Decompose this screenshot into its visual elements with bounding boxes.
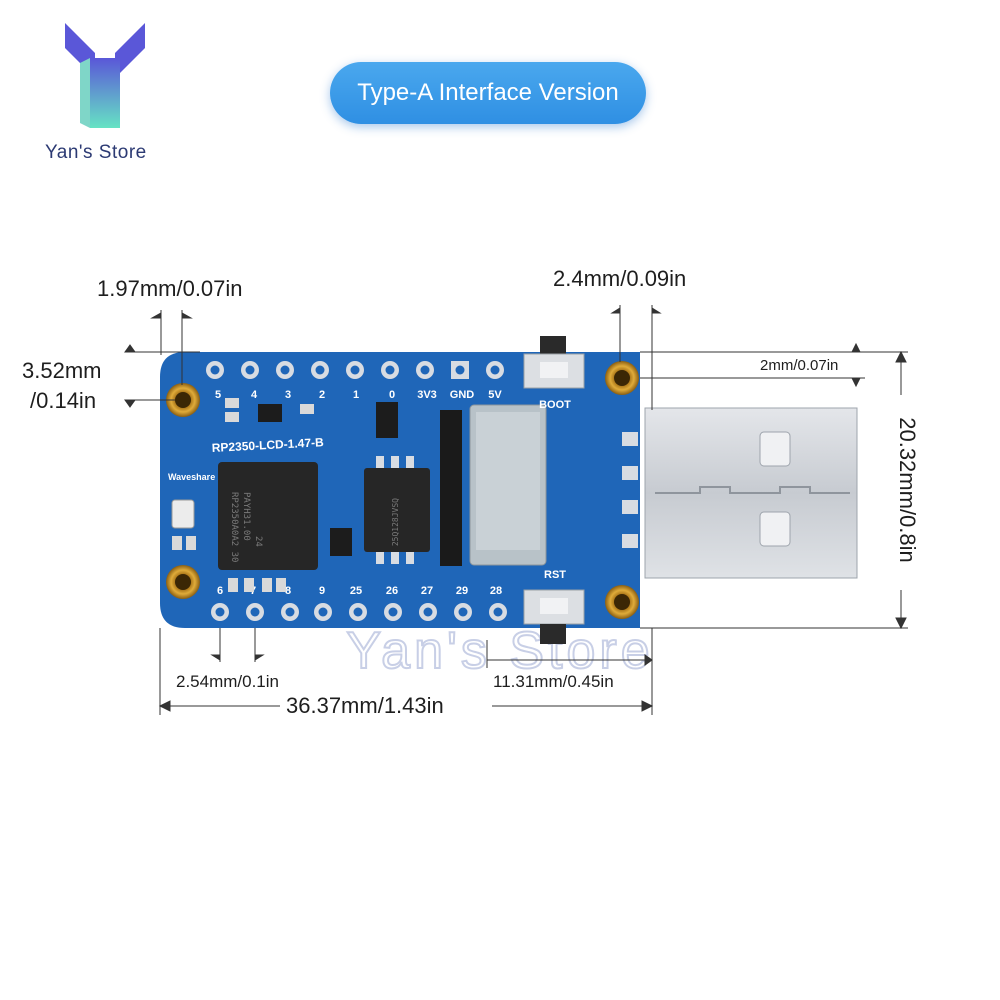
pin-label: 27 bbox=[421, 585, 433, 597]
pin-label: 9 bbox=[319, 585, 325, 597]
pin-label: 29 bbox=[456, 585, 468, 597]
usb-a-connector bbox=[644, 407, 858, 579]
pin-label: 28 bbox=[490, 585, 502, 597]
chip-marking: PAYH31.00 bbox=[241, 492, 251, 541]
pin-label: 5V bbox=[488, 389, 502, 401]
dim-hole-spacing-x: 1.97mm/0.07in bbox=[97, 276, 243, 301]
mounting-holes bbox=[166, 361, 639, 619]
board-model-label: RP2350-LCD-1.47-B bbox=[211, 435, 324, 455]
pin-label: 0 bbox=[389, 389, 395, 401]
pin-label: 26 bbox=[386, 585, 398, 597]
dim-total-length: 36.37mm/1.43in bbox=[286, 693, 444, 718]
dim-hole-offset-y-in: /0.14in bbox=[30, 388, 97, 413]
pin-label: 4 bbox=[251, 389, 258, 401]
maker-label: Waveshare bbox=[168, 472, 215, 482]
flash-marking: 25Q128JVSQ bbox=[391, 498, 400, 546]
dim-hole-offset-y: 3.52mm bbox=[22, 358, 102, 383]
pin-label: 3 bbox=[285, 389, 291, 401]
top-header-pads bbox=[206, 361, 504, 379]
pin-label: 25 bbox=[350, 585, 362, 597]
lcd-connector bbox=[440, 404, 547, 566]
store-logo bbox=[40, 18, 190, 168]
bottom-header-pads bbox=[211, 603, 507, 621]
pin-label: 8 bbox=[285, 585, 291, 597]
pin-label: 6 bbox=[217, 585, 223, 597]
watermark-text: Yan's Store bbox=[346, 622, 653, 680]
dim-pin-pitch: 2.54mm/0.1in bbox=[176, 672, 279, 691]
pcb-board: 5 4 3 2 1 0 3V3 GND 5V 6 7 8 9 25 26 27 … bbox=[160, 336, 640, 644]
dim-usb-hole-spacing: 2.4mm/0.09in bbox=[553, 266, 687, 291]
reset-button: RST bbox=[523, 569, 585, 644]
pin-label: 5 bbox=[215, 389, 221, 401]
boot-button: BOOT bbox=[523, 336, 585, 411]
dim-small-offset: 2mm/0.07in bbox=[760, 357, 839, 374]
chip-marking: 24 bbox=[253, 536, 263, 547]
mcu-chip: RP2350A0A2 30 PAYH31.00 24 bbox=[218, 462, 318, 570]
chip-marking: RP2350A0A2 30 bbox=[229, 492, 239, 562]
dim-usb-length: 11.31mm/0.45in bbox=[493, 672, 614, 691]
flash-chip: 25Q128JVSQ bbox=[364, 456, 430, 564]
brand-name: Yan's Store bbox=[45, 142, 147, 163]
dim-height: 20.32mm/0.8in bbox=[895, 417, 920, 563]
version-badge: Type-A Interface Version bbox=[330, 62, 646, 124]
pin-label: GND bbox=[450, 389, 475, 401]
rst-label: RST bbox=[544, 569, 566, 581]
pin-label: 3V3 bbox=[417, 389, 437, 401]
crystal bbox=[171, 499, 195, 529]
boot-label: BOOT bbox=[539, 399, 571, 411]
pin-label: 2 bbox=[319, 389, 325, 401]
dimension-lines bbox=[124, 305, 908, 715]
pin-label: 1 bbox=[353, 389, 359, 401]
logo-icon bbox=[65, 23, 145, 128]
